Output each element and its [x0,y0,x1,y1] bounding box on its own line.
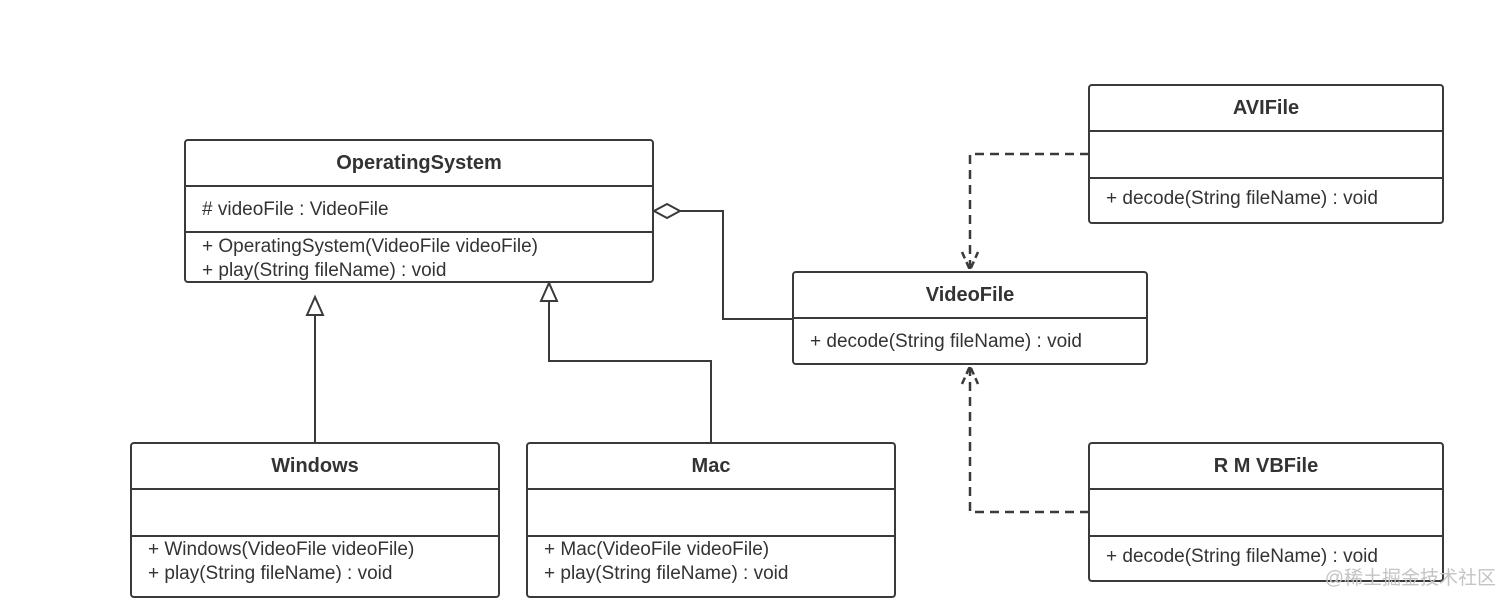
operation: + play(String fileName) : void [148,563,393,584]
generalization-arrowhead-windows [305,294,325,316]
class-attributes [528,490,894,537]
aggregation-diamond [651,202,683,220]
realization-arrowhead-avifile [960,251,980,274]
attribute: # videoFile : VideoFile [202,199,389,220]
class-name: Windows [132,444,498,490]
class-name: VideoFile [794,273,1146,319]
generalization-line-mac [548,301,712,444]
class-name: R M VBFile [1090,444,1442,490]
class-rmvb-file[interactable]: R M VBFile + decode(String fileName) : v… [1088,442,1444,582]
class-attributes [1090,132,1442,179]
class-mac[interactable]: Mac + Mac(VideoFile videoFile) + play(St… [526,442,896,598]
class-avi-file[interactable]: AVIFile + decode(String fileName) : void [1088,84,1444,224]
aggregation-line [680,210,793,320]
watermark: @稀土掘金技术社区 [1324,568,1496,589]
class-operating-system[interactable]: OperatingSystem # videoFile : VideoFile … [184,139,654,283]
class-name: AVIFile [1090,86,1442,132]
class-operations: + decode(String fileName) : void [1090,179,1442,211]
class-operations: + Windows(VideoFile videoFile) + play(St… [132,537,498,586]
operation: + decode(String fileName) : void [1106,188,1378,209]
operation: + decode(String fileName) : void [810,331,1082,352]
class-name: Mac [528,444,894,490]
class-attributes: # videoFile : VideoFile [186,187,652,233]
class-attributes [132,490,498,537]
operation: + Mac(VideoFile videoFile) [544,539,770,560]
operation: + decode(String fileName) : void [1106,546,1378,567]
realization-line-avifile [968,152,1089,270]
operation: + play(String fileName) : void [544,563,789,584]
class-windows[interactable]: Windows + Windows(VideoFile videoFile) +… [130,442,500,598]
operation: + Windows(VideoFile videoFile) [148,539,415,560]
generalization-arrowhead-mac [539,280,559,302]
class-attributes [1090,490,1442,537]
class-operations: + decode(String fileName) : void [794,319,1146,354]
class-operations: + OperatingSystem(VideoFile videoFile) +… [186,233,652,283]
realization-arrowhead-rmvbfile [960,362,980,385]
class-operations: + Mac(VideoFile videoFile) + play(String… [528,537,894,586]
class-operations: + decode(String fileName) : void [1090,537,1442,569]
interface-video-file[interactable]: VideoFile + decode(String fileName) : vo… [792,271,1148,365]
realization-line-rmvbfile [968,366,1089,514]
operation: + play(String fileName) : void [202,260,447,281]
class-name: OperatingSystem [186,141,652,187]
operation: + OperatingSystem(VideoFile videoFile) [202,236,538,257]
